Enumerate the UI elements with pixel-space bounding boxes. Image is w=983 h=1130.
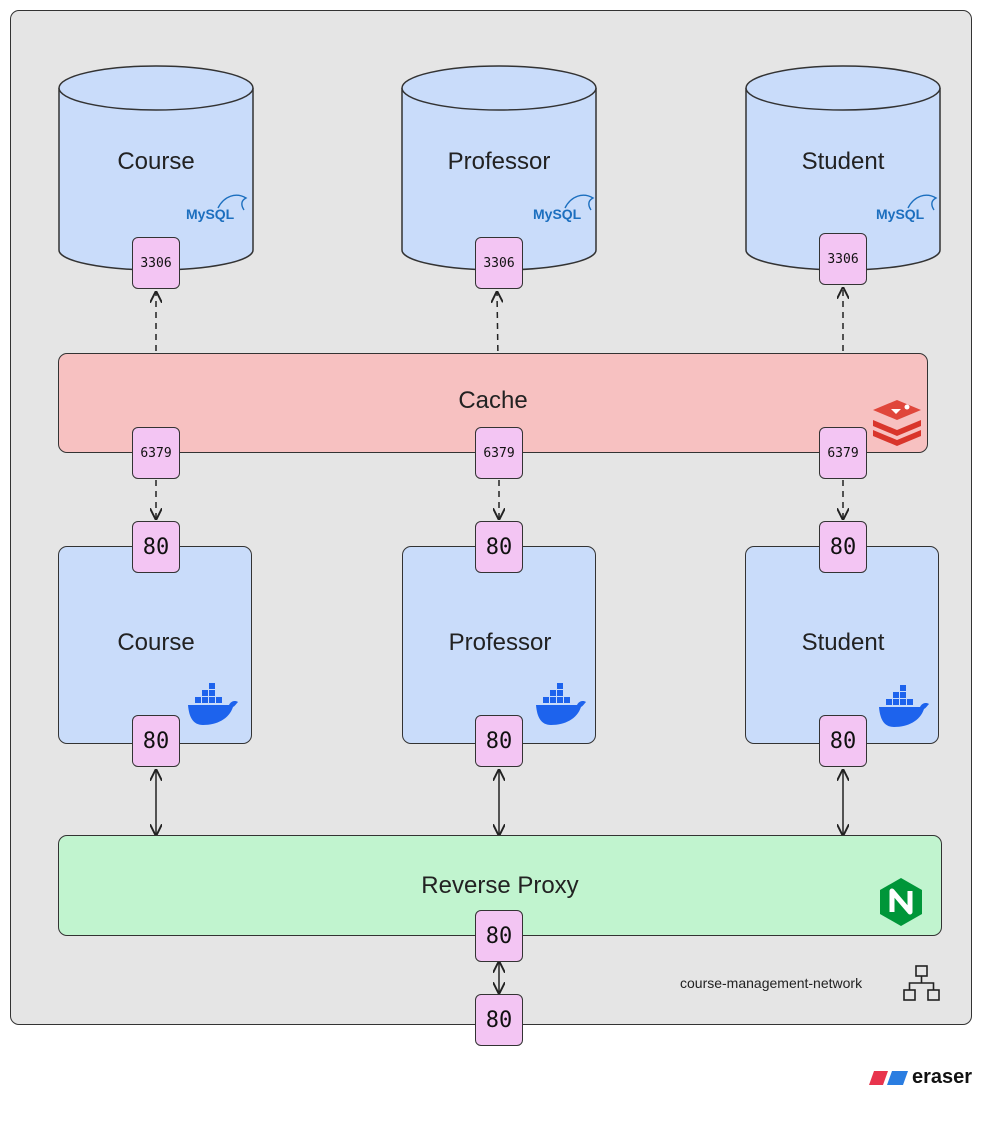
port-course-out[interactable]: 80: [132, 715, 180, 767]
service-label: Course: [117, 629, 195, 656]
port-student-in[interactable]: 80: [819, 521, 867, 573]
port-professor-in[interactable]: 80: [475, 521, 523, 573]
port-student-db[interactable]: 3306: [819, 233, 867, 285]
network-name-label: course-management-network: [680, 975, 863, 991]
network-topology-icon: [903, 965, 940, 1001]
service-professor[interactable]: Professor: [402, 546, 596, 744]
service-student[interactable]: Student: [745, 546, 939, 744]
docker-icon: [879, 685, 929, 727]
mysql-icon: MySQL: [533, 192, 603, 226]
port-course-db[interactable]: 3306: [132, 237, 180, 289]
port-student-out[interactable]: 80: [819, 715, 867, 767]
cylinder-shape: [745, 65, 941, 271]
mysql-icon: MySQL: [876, 192, 946, 226]
database-label: Course: [117, 148, 195, 175]
cache-label: Cache: [458, 387, 528, 414]
docker-icon: [536, 683, 586, 725]
eraser-logo-icon: [869, 1071, 908, 1085]
docker-icon: [188, 683, 238, 725]
database-label: Professor: [447, 148, 551, 175]
mysql-icon: MySQL: [186, 192, 256, 226]
port-cache-professor[interactable]: 6379: [475, 427, 523, 479]
port-professor-db[interactable]: 3306: [475, 237, 523, 289]
eraser-brand-text: eraser: [912, 1066, 973, 1088]
port-course-in[interactable]: 80: [132, 521, 180, 573]
port-professor-out[interactable]: 80: [475, 715, 523, 767]
port-cache-student[interactable]: 6379: [819, 427, 867, 479]
database-label: Student: [801, 148, 885, 175]
database-student[interactable]: Student MySQL: [745, 64, 941, 274]
cylinder-shape: [58, 65, 254, 271]
service-label: Professor: [448, 629, 552, 656]
port-proxy[interactable]: 80: [475, 910, 523, 962]
reverse-proxy-label: Reverse Proxy: [421, 872, 579, 899]
port-cache-course[interactable]: 6379: [132, 427, 180, 479]
port-external[interactable]: 80: [475, 994, 523, 1046]
service-label: Student: [801, 629, 885, 656]
database-course[interactable]: Course MySQL: [58, 64, 254, 274]
redis-icon: [873, 400, 921, 446]
nginx-icon: [880, 878, 922, 926]
service-course[interactable]: Course: [58, 546, 252, 744]
